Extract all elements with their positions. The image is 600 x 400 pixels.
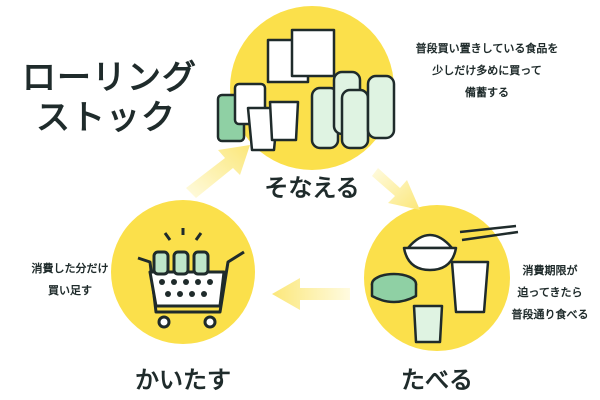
arrow-up-right-icon bbox=[186, 145, 250, 198]
stage-label-restock: かいたす bbox=[135, 366, 231, 394]
eat-circle bbox=[364, 205, 510, 351]
shopping-cart-icon bbox=[137, 228, 245, 329]
note-line: 普段通り食べる bbox=[511, 308, 589, 321]
eat-note: 消費期限が 迫ってきたら 普段通り食べる bbox=[505, 260, 595, 326]
page-title: ローリング ストック bbox=[22, 58, 197, 138]
note-line: 普段買い置きしている食品を bbox=[415, 42, 559, 55]
note-line: 迫ってきたら bbox=[517, 286, 583, 299]
note-line: 少しだけ多めに買って bbox=[432, 64, 542, 77]
title-line-2: ストック bbox=[36, 98, 176, 138]
arrow-left-icon bbox=[272, 278, 350, 310]
cart-dots bbox=[159, 279, 213, 297]
title-line-1: ローリング bbox=[22, 58, 197, 98]
note-line: 買い足す bbox=[48, 284, 92, 297]
note-line: 消費期限が bbox=[522, 264, 578, 277]
note-line: 消費した分だけ bbox=[31, 262, 109, 275]
note-line: 備蓄する bbox=[465, 86, 509, 99]
stockpile-food-icon bbox=[216, 28, 396, 152]
meal-icon bbox=[370, 224, 519, 344]
prepare-note: 普段買い置きしている食品を 少しだけ多めに買って 備蓄する bbox=[392, 38, 582, 104]
stage-label-prepare: そなえる bbox=[264, 174, 360, 202]
stage-label-eat: たべる bbox=[401, 366, 473, 394]
arrow-down-right-icon bbox=[372, 168, 420, 210]
restock-note: 消費した分だけ 買い足す bbox=[20, 258, 120, 302]
